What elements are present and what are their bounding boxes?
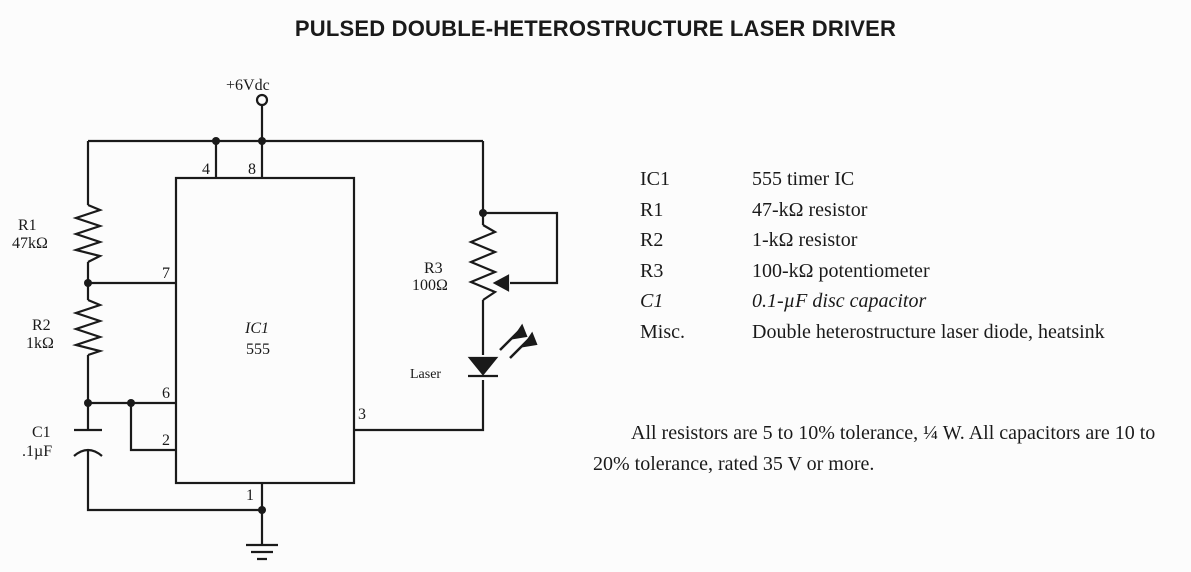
part-desc: 100-kΩ potentiometer bbox=[752, 259, 930, 282]
parts-row: IC1 555 timer IC bbox=[640, 164, 1172, 195]
pin-1: 1 bbox=[246, 487, 254, 504]
r1-value: 47kΩ bbox=[12, 235, 48, 252]
r3-ref: R3 bbox=[424, 260, 443, 277]
pin-3: 3 bbox=[358, 406, 366, 423]
parts-row: R2 1-kΩ resistor bbox=[640, 225, 1172, 256]
pin-4: 4 bbox=[202, 161, 210, 178]
part-ref: C1 bbox=[640, 290, 664, 312]
part-desc: Double heterostructure laser diode, heat… bbox=[752, 320, 1105, 343]
ic1-box bbox=[174, 176, 356, 485]
part-desc: 47-kΩ resistor bbox=[752, 198, 868, 221]
part-ref: R3 bbox=[640, 259, 664, 282]
r2-value: 1kΩ bbox=[26, 335, 54, 352]
parts-list: IC1 555 timer IC R1 47-kΩ resistor R2 1-kΩ … bbox=[640, 164, 1172, 347]
parts-row: R1 47-kΩ resistor bbox=[640, 195, 1172, 226]
r3-potentiometer bbox=[468, 224, 498, 301]
laser-label: Laser bbox=[410, 367, 441, 382]
r2-ref: R2 bbox=[32, 317, 51, 334]
parts-row: R3 100-kΩ potentiometer bbox=[640, 256, 1172, 287]
ground-symbol bbox=[246, 543, 278, 561]
part-desc: 555 timer IC bbox=[752, 168, 855, 190]
pin-2: 2 bbox=[162, 432, 170, 449]
part-desc: 1-kΩ resistor bbox=[752, 229, 858, 251]
c1-ref: C1 bbox=[32, 424, 51, 441]
r2-resistor bbox=[72, 298, 104, 357]
junction-dots bbox=[84, 137, 487, 514]
diagram-title: PULSED DOUBLE-HETEROSTRUCTURE LASER DRIV… bbox=[294, 16, 897, 41]
r3-value: 100Ω bbox=[412, 277, 448, 294]
laser-diode bbox=[467, 323, 538, 378]
part-desc: 0.1-µF disc capacitor bbox=[752, 290, 927, 312]
part-ref: R1 bbox=[640, 198, 664, 221]
part-ref: Misc. bbox=[640, 320, 685, 343]
tolerance-note: All resistors are 5 to 10% tolerance, ¼ … bbox=[593, 422, 1156, 475]
pin-8: 8 bbox=[248, 161, 256, 178]
pin-7: 7 bbox=[162, 265, 170, 282]
pin-6: 6 bbox=[162, 385, 170, 402]
ic-ref: IC1 bbox=[244, 320, 269, 337]
wires bbox=[86, 93, 559, 545]
r1-resistor bbox=[72, 203, 104, 263]
c1-value: .1µF bbox=[22, 443, 52, 460]
part-ref: IC1 bbox=[640, 168, 670, 190]
r3-wiper-arrow bbox=[492, 274, 510, 292]
supply-label: +6Vdc bbox=[226, 77, 270, 94]
ic-type: 555 bbox=[246, 341, 270, 358]
c1-capacitor bbox=[73, 428, 103, 457]
r1-ref: R1 bbox=[18, 217, 37, 234]
parts-row: C1 0.1-µF disc capacitor bbox=[640, 286, 1172, 317]
part-ref: R2 bbox=[640, 229, 664, 251]
parts-row: Misc. Double heterostructure laser diode,… bbox=[640, 317, 1172, 348]
